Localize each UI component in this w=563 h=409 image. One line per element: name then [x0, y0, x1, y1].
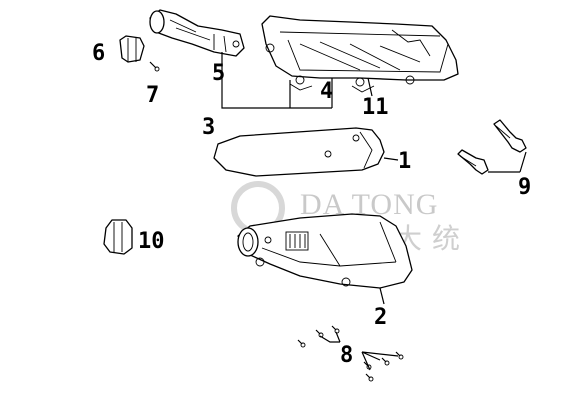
callout-2: 2	[374, 305, 387, 330]
part-screw-7[interactable]	[149, 61, 160, 72]
callout-9: 9	[518, 175, 531, 200]
part-clamp-small[interactable]	[119, 35, 145, 63]
part-intake-duct[interactable]	[149, 9, 245, 57]
callout-1: 1	[398, 149, 411, 174]
part-housing-upper[interactable]	[261, 15, 459, 93]
callout-3: 3	[202, 115, 215, 140]
part-bolts[interactable]	[457, 119, 527, 175]
callout-8: 8	[340, 343, 353, 368]
part-clamp-large[interactable]	[103, 219, 133, 255]
leader-lines	[221, 52, 527, 371]
part-housing-lower[interactable]	[237, 213, 413, 289]
callout-labels: 1 2 3 4 5 6 7 8 9 10 11	[92, 41, 531, 368]
callout-6: 6	[92, 41, 105, 66]
part-screws-8[interactable]	[297, 325, 404, 382]
callout-10: 10	[138, 229, 165, 254]
part-filter-element[interactable]	[213, 127, 385, 177]
callout-5: 5	[212, 61, 225, 86]
callout-4: 4	[320, 79, 333, 104]
callout-11: 11	[362, 95, 389, 120]
callout-7: 7	[146, 83, 159, 108]
